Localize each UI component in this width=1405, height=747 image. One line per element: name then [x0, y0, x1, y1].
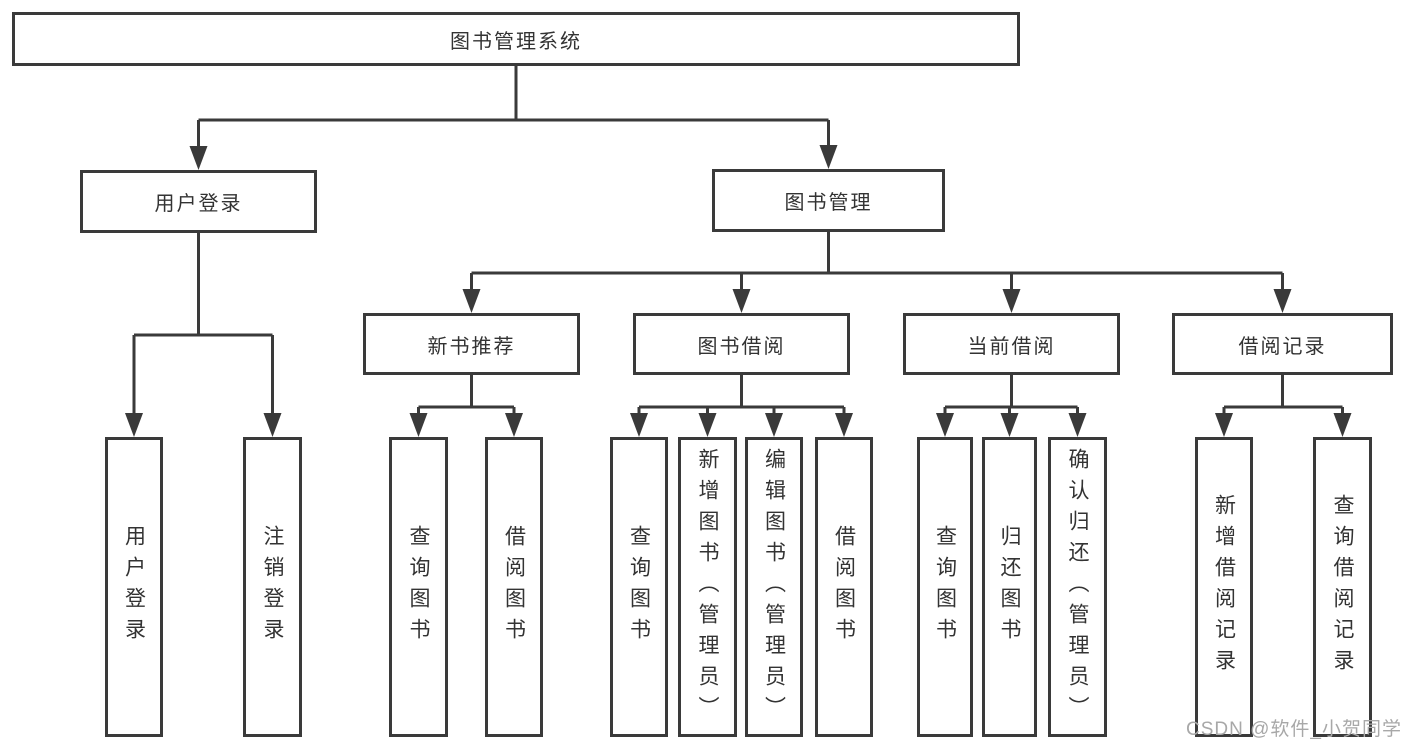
- node-root-label: 图书管理系统: [450, 30, 582, 53]
- leaf-edit-book-admin-label: 编辑图书（管理员）: [762, 447, 786, 727]
- arrow-down-icon: [936, 413, 954, 437]
- leaf-logout: 注销登录: [243, 437, 302, 737]
- arrow-down-icon: [263, 413, 282, 437]
- arrow-down-icon: [1000, 413, 1019, 437]
- leaf-query-books-recommend: 查询图书: [389, 437, 448, 737]
- leaf-borrow-books-2: 借阅图书: [815, 437, 873, 737]
- arrow-down-icon: [462, 289, 481, 313]
- leaf-query-books-borrow: 查询图书: [610, 437, 668, 737]
- leaf-return-books: 归还图书: [982, 437, 1037, 737]
- node-current-borrow-label: 当前借阅: [967, 335, 1056, 358]
- leaf-add-borrow-record: 新增借阅记录: [1195, 437, 1253, 737]
- leaf-edit-book-admin: 编辑图书（管理员）: [745, 437, 803, 737]
- node-book-management-label: 图书管理: [784, 192, 873, 214]
- arrow-down-icon: [1273, 289, 1292, 313]
- node-user-login-label: 用户登录: [154, 193, 243, 215]
- leaf-add-book-admin: 新增图书（管理员）: [678, 437, 737, 737]
- leaf-confirm-return-admin-label: 确认归还（管理员）: [1066, 447, 1089, 727]
- node-new-book-recommend-label: 新书推荐: [427, 335, 516, 358]
- arrow-down-icon: [819, 145, 838, 169]
- node-book-borrow-label: 图书借阅: [697, 335, 786, 358]
- leaf-query-books-current: 查询图书: [917, 437, 973, 737]
- leaf-query-books-recommend-label: 查询图书: [407, 525, 430, 649]
- node-new-book-recommend: 新书推荐: [363, 313, 580, 375]
- node-book-management: 图书管理: [712, 169, 945, 232]
- leaf-confirm-return-admin: 确认归还（管理员）: [1048, 437, 1107, 737]
- leaf-return-books-label: 归还图书: [998, 525, 1021, 649]
- arrow-down-icon: [1002, 289, 1021, 313]
- arrow-down-icon: [732, 289, 751, 313]
- node-borrow-records-label: 借阅记录: [1238, 335, 1327, 358]
- arrow-down-icon: [505, 413, 523, 437]
- leaf-query-books-current-label: 查询图书: [933, 525, 957, 649]
- leaf-add-borrow-record-label: 新增借阅记录: [1212, 494, 1236, 680]
- leaf-borrow-books-recommend-label: 借阅图书: [502, 525, 526, 649]
- arrow-down-icon: [409, 413, 428, 437]
- node-user-login: 用户登录: [80, 170, 317, 233]
- arrow-down-icon: [835, 413, 853, 437]
- arrow-down-icon: [1333, 413, 1352, 437]
- arrow-down-icon: [630, 413, 648, 437]
- leaf-add-book-admin-label: 新增图书（管理员）: [696, 447, 719, 727]
- leaf-query-borrow-record-label: 查询借阅记录: [1331, 494, 1354, 680]
- arrow-down-icon: [1215, 413, 1233, 437]
- arrowhead-icons: [125, 145, 1352, 437]
- node-borrow-records: 借阅记录: [1172, 313, 1393, 375]
- leaf-user-login: 用户登录: [105, 437, 163, 737]
- leaf-borrow-books-2-label: 借阅图书: [832, 525, 856, 649]
- leaf-borrow-books-recommend: 借阅图书: [485, 437, 543, 737]
- node-current-borrow: 当前借阅: [903, 313, 1120, 375]
- connector-paths: [132, 66, 1344, 419]
- arrow-down-icon: [189, 146, 208, 170]
- arrow-down-icon: [1068, 413, 1087, 437]
- leaf-query-books-borrow-label: 查询图书: [627, 525, 651, 649]
- leaf-logout-label: 注销登录: [261, 525, 284, 649]
- watermark: CSDN @软件_小贺同学: [1186, 719, 1402, 740]
- leaf-user-login-label: 用户登录: [122, 525, 146, 649]
- node-book-borrow: 图书借阅: [633, 313, 850, 375]
- arrow-down-icon: [698, 413, 717, 437]
- arrow-down-icon: [765, 413, 783, 437]
- leaf-query-borrow-record: 查询借阅记录: [1313, 437, 1372, 737]
- arrow-down-icon: [125, 413, 143, 437]
- node-root: 图书管理系统: [12, 12, 1020, 66]
